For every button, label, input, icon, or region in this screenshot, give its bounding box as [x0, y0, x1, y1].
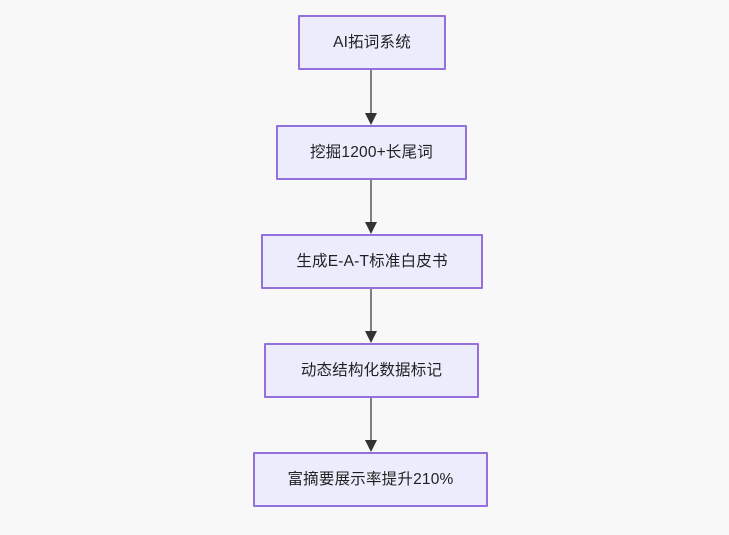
edge-node1-to-node2	[365, 70, 377, 125]
node-label: 动态结构化数据标记	[300, 361, 443, 379]
node-label: AI拓词系统	[333, 33, 411, 51]
edge-node4-to-node5	[365, 398, 377, 452]
arrowhead-icon	[365, 113, 377, 125]
flowchart-node-dynamic-structured-data-markup[interactable]: 动态结构化数据标记	[264, 343, 479, 398]
arrowhead-icon	[365, 440, 377, 452]
node-label: 生成E-A-T标准白皮书	[296, 252, 448, 270]
flowchart-node-mine-longtail-keywords[interactable]: 挖掘1200+长尾词	[276, 125, 467, 180]
flowchart-node-ai-keyword-system[interactable]: AI拓词系统	[298, 15, 446, 70]
flowchart-node-rich-snippet-impression-uplift[interactable]: 富摘要展示率提升210%	[253, 452, 488, 507]
edge-node2-to-node3	[365, 180, 377, 234]
node-label: 挖掘1200+长尾词	[309, 143, 434, 161]
node-label: 富摘要展示率提升210%	[287, 470, 454, 488]
arrowhead-icon	[365, 222, 377, 234]
arrowhead-icon	[365, 331, 377, 343]
edge-node3-to-node4	[365, 289, 377, 343]
flowchart-node-generate-eat-whitepaper[interactable]: 生成E-A-T标准白皮书	[261, 234, 483, 289]
